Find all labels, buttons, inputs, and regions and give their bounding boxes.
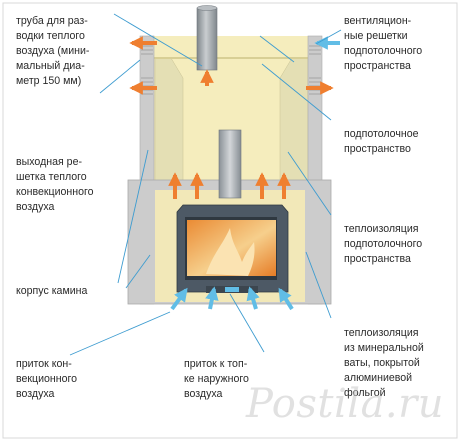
leader-lines: [69, 13, 342, 356]
leader-outlet-grille: [99, 59, 141, 94]
leader-ceiling-space-a: [259, 35, 295, 63]
leader-fireplace-body: [117, 149, 149, 284]
label-vent-grilles: вентиляцион- ные решетки подпотолочного …: [344, 15, 423, 72]
leader-fireplace-body-b: [125, 254, 151, 289]
firebox: [176, 204, 289, 293]
label-outside-air-inlet: приток к топ- ке наружного воздуха: [184, 358, 249, 400]
leader-pipe: [113, 13, 203, 67]
leader-convection-inlet: [69, 311, 171, 356]
flame-icon: [206, 228, 255, 276]
cold-air-arrow: [246, 286, 260, 310]
outlet-grille-left: [141, 45, 153, 55]
hot-air-arrows: [129, 36, 334, 199]
cold-air-arrows: [170, 36, 340, 311]
leader-outside-air: [229, 293, 265, 353]
label-convection-air-inlet: приток кон- векционного воздуха: [16, 358, 78, 400]
air-distribution-pipe: [196, 5, 218, 71]
leader-vent-grilles: [315, 29, 342, 45]
leader-ceiling-space-b: [261, 63, 332, 121]
leader-mineral-wool: [305, 251, 332, 319]
cold-air-arrow: [205, 286, 219, 310]
label-ceiling-insulation: теплоизоляция подпотолочного пространств…: [344, 223, 423, 265]
cold-air-arrow: [278, 287, 294, 311]
label-mineral-wool-insulation: теплоизоляция из минеральной ваты, покры…: [344, 327, 424, 399]
firebox-air-slot: [225, 287, 239, 292]
leader-ceiling-insulation: [287, 151, 332, 216]
watermark: Postila.ru: [246, 381, 445, 427]
cold-air-arrow: [170, 287, 188, 311]
label-ceiling-space: подпотолочное пространство: [344, 128, 419, 155]
flue-pipe: [218, 129, 242, 199]
label-pipe: труба для раз- водки теплого воздуха (ми…: [16, 15, 90, 87]
label-fireplace-body: корпус камина: [16, 285, 88, 297]
label-outlet-grille: выходная ре- шетка теплого конвекционног…: [16, 156, 94, 213]
